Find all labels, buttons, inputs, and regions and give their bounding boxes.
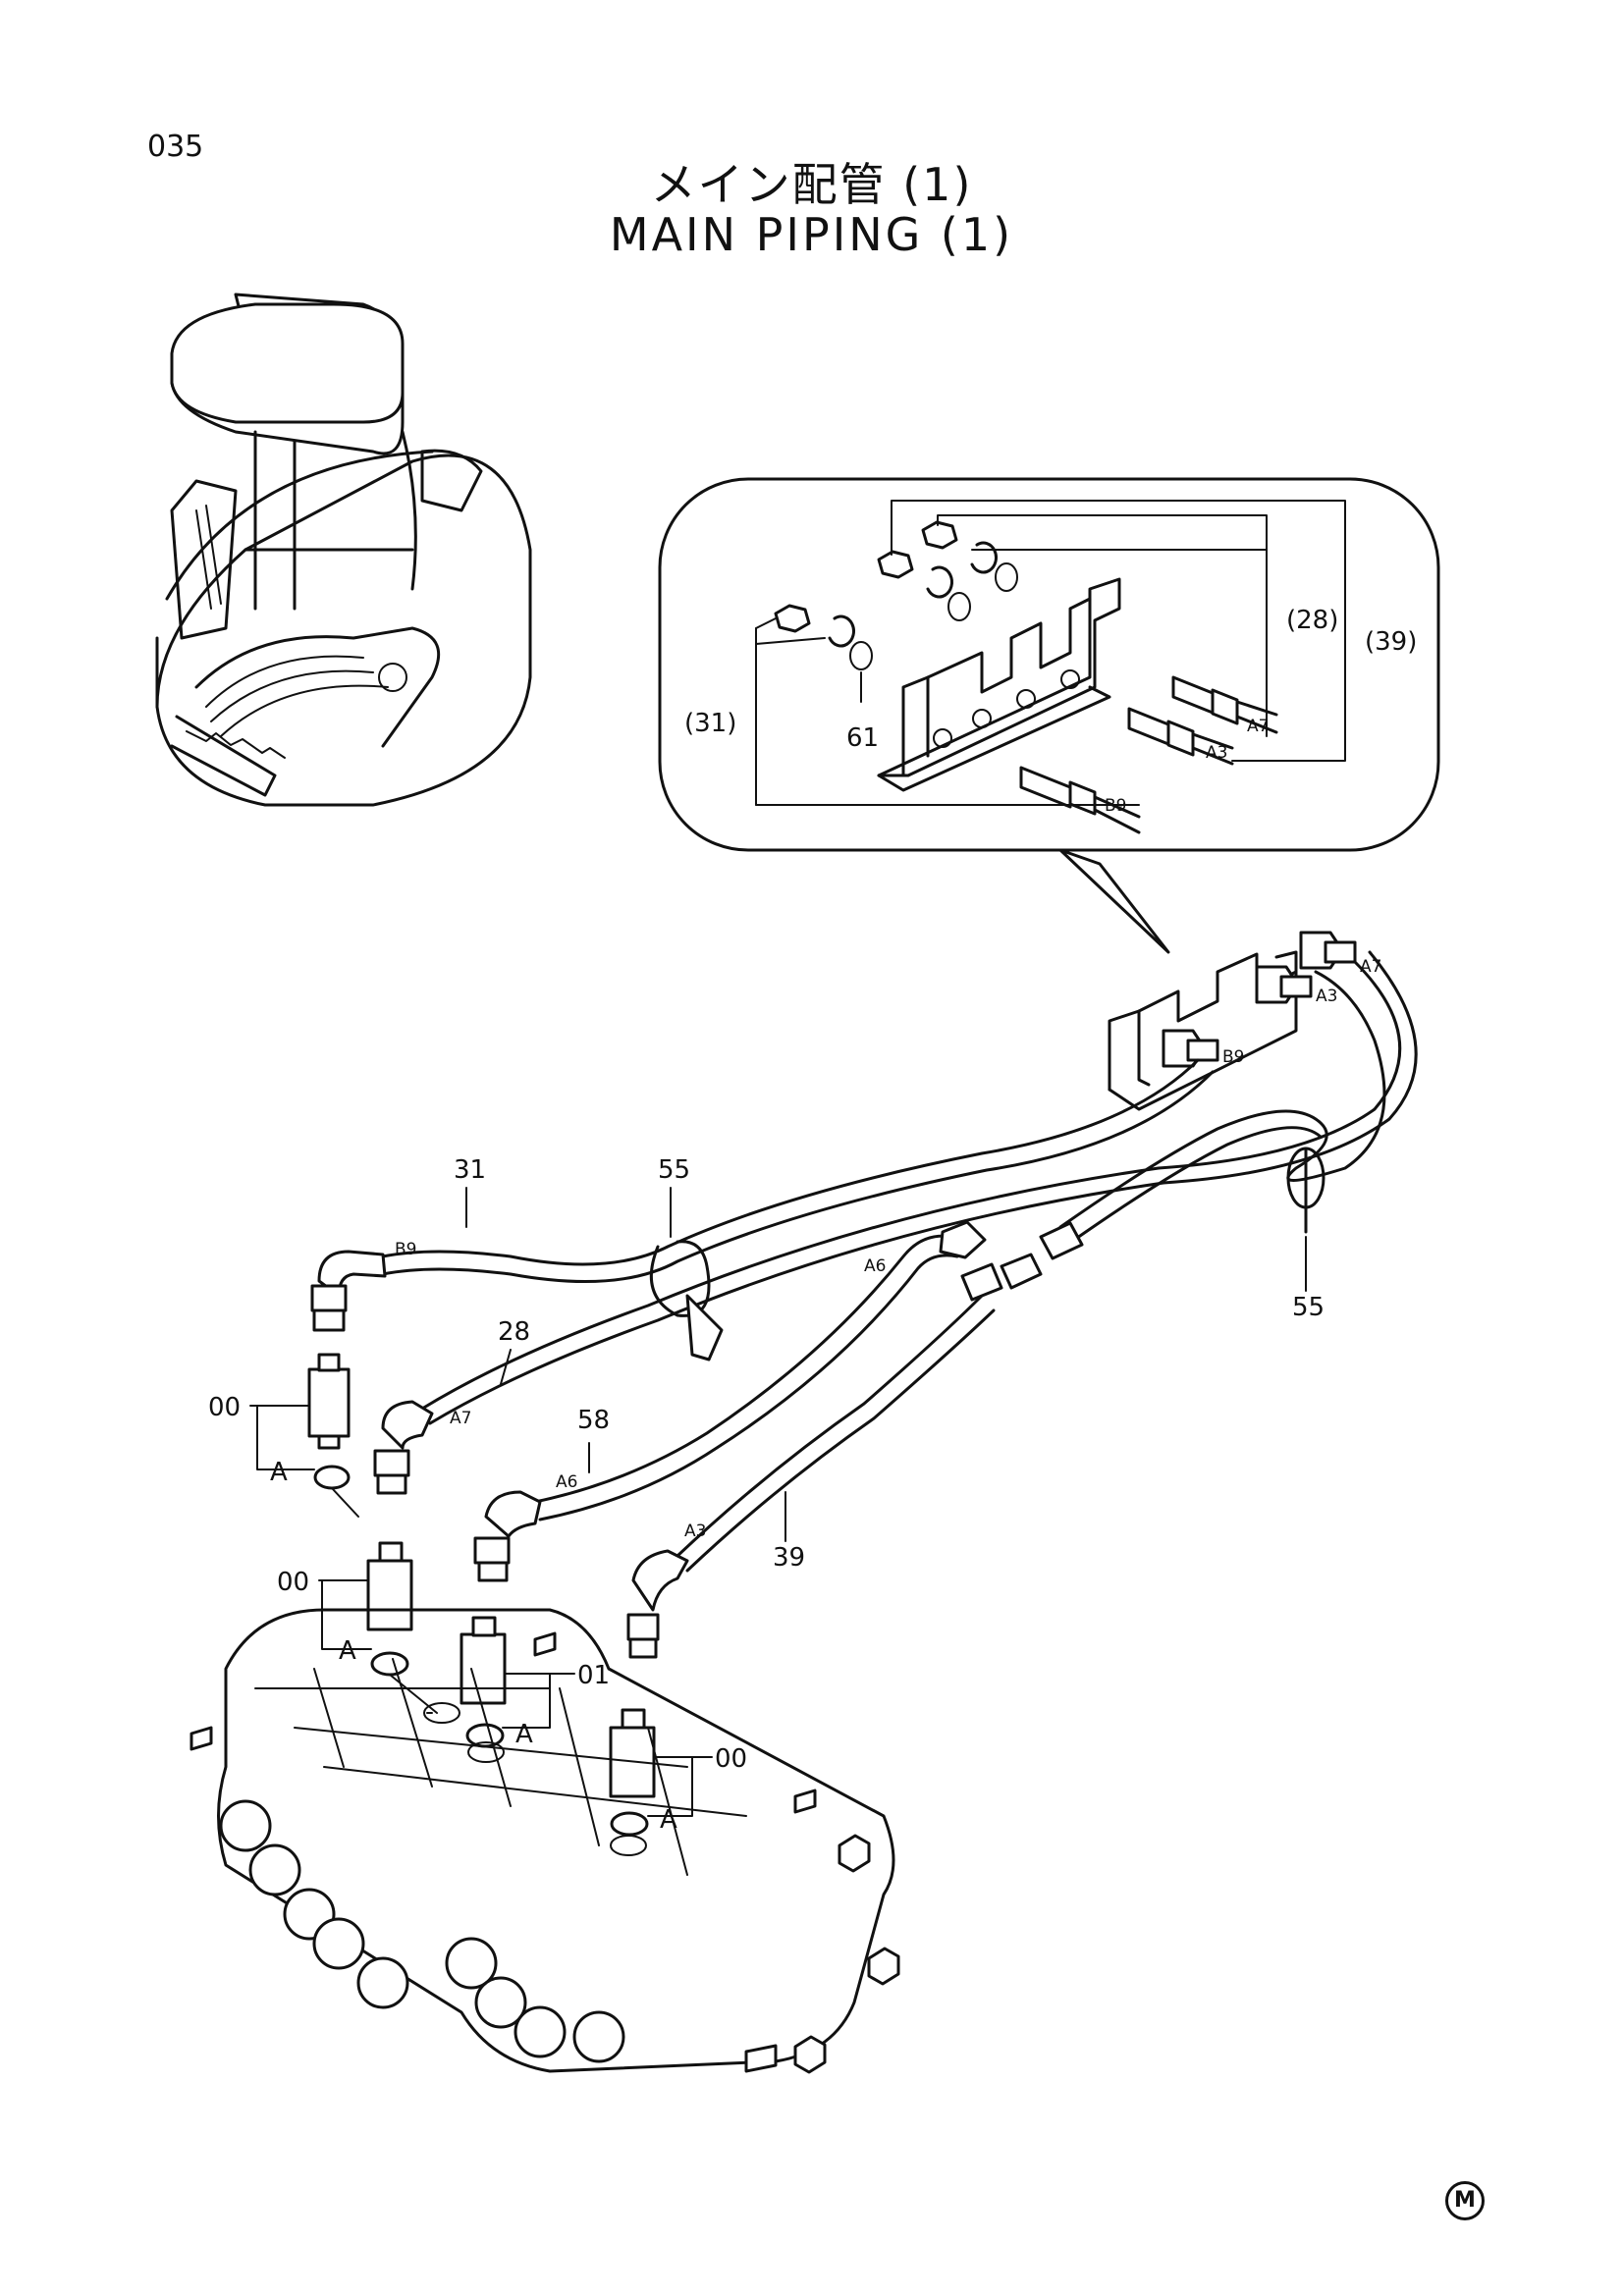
right-bracket-assembly: B9 A3 A7: [1108, 931, 1381, 1111]
hose-end-fittings: [310, 1220, 1084, 1659]
callout-31-detail: (31): [684, 709, 736, 738]
main-callouts: 31 55 28 58 39 55 B9 A7 A6 A6 A3: [395, 1155, 1325, 1573]
adapters-and-o-rings: 00 A 00 A 01 A 00 A: [208, 1353, 747, 1837]
callout-00-c: 00: [715, 1744, 747, 1774]
port-label-a7-detail: A7: [1247, 717, 1269, 736]
callout-a-d: A: [660, 1805, 677, 1835]
control-valve: [189, 1608, 900, 2074]
title-english: MAIN PIPING (1): [609, 208, 1014, 261]
callout-31: 31: [454, 1155, 486, 1185]
callout-a-a: A: [270, 1458, 288, 1487]
port-label-a6: A6: [864, 1256, 886, 1276]
callout-a-b: A: [339, 1636, 356, 1666]
port-label-a7: A7: [450, 1409, 471, 1428]
callout-39-detail: (39): [1365, 627, 1417, 657]
callout-28: 28: [498, 1317, 530, 1347]
callout-28-detail: (28): [1286, 606, 1338, 635]
callout-01: 01: [577, 1661, 610, 1690]
port-label-a3: A3: [684, 1522, 706, 1541]
port-label-b9-right: B9: [1222, 1047, 1244, 1067]
callout-61-detail: 61: [846, 723, 879, 753]
callout-58: 58: [577, 1406, 610, 1435]
port-label-a7-right: A7: [1360, 957, 1381, 977]
callout-55-left: 55: [658, 1155, 690, 1185]
manufacturer-mark: M: [1445, 2181, 1485, 2220]
port-label-a3-detail: A3: [1206, 743, 1227, 763]
callout-00-b: 00: [277, 1568, 309, 1597]
callout-00-a: 00: [208, 1393, 241, 1422]
callout-a-c: A: [515, 1720, 533, 1749]
callout-39: 39: [773, 1543, 805, 1573]
callout-55-right: 55: [1292, 1293, 1325, 1322]
page-number: 035: [147, 130, 204, 164]
port-label-a3-right: A3: [1316, 987, 1337, 1006]
port-label-b9-detail: B9: [1105, 796, 1126, 816]
machine-overview: [155, 293, 532, 807]
hose-bundle: [381, 950, 1418, 1573]
title-japanese: メイン配管 (1): [650, 158, 973, 211]
port-label-a6-low: A6: [556, 1472, 577, 1492]
detail-inset: (28) (39) (31) 61 A7 A3 B9: [658, 477, 1440, 954]
port-label-b9: B9: [395, 1240, 416, 1259]
